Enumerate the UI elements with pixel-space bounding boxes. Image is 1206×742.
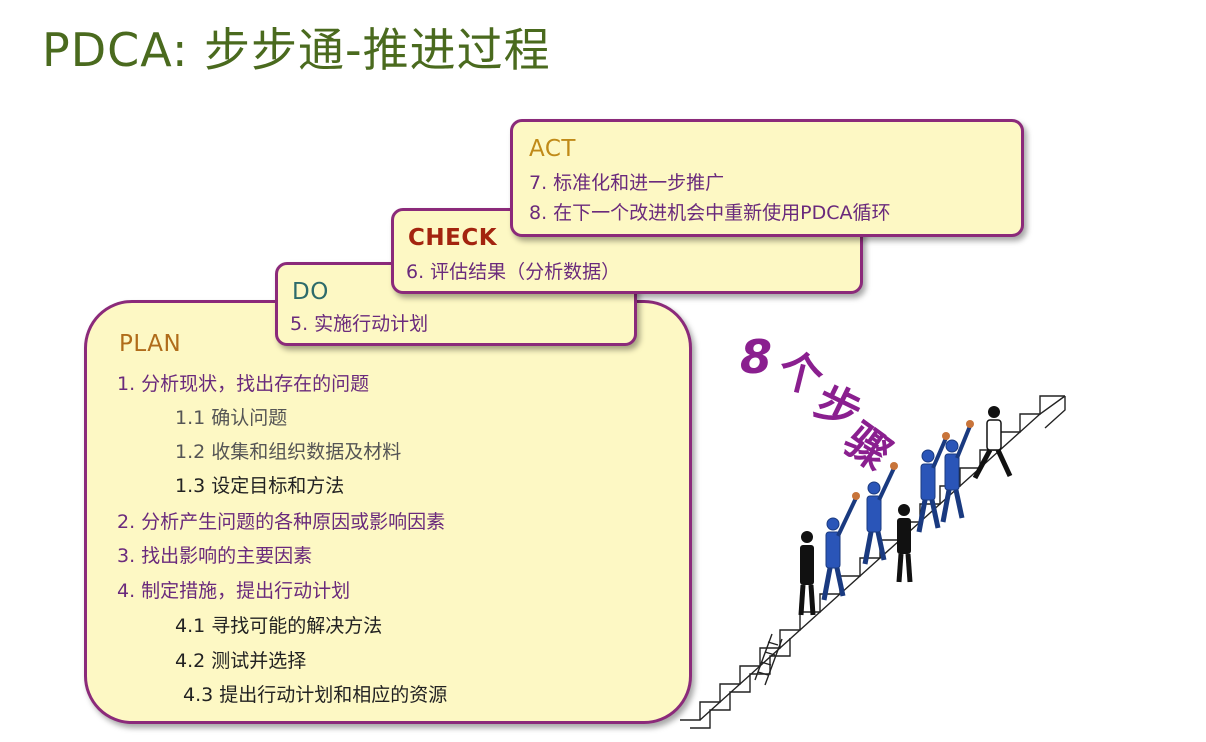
plan-item-4-3: 4.3 提出行动计划和相应的资源	[183, 684, 448, 706]
check-item-6: 6. 评估结果（分析数据）	[406, 261, 621, 283]
plan-item-4-1: 4.1 寻找可能的解决方法	[175, 615, 383, 637]
plan-item-1-3: 1.3 设定目标和方法	[175, 475, 345, 497]
act-item-7: 7. 标准化和进一步推广	[529, 172, 725, 194]
plan-header: PLAN	[119, 331, 182, 357]
page-title: PDCA: 步步通-推进过程	[42, 23, 551, 77]
act-box: ACT 7. 标准化和进一步推广 8. 在下一个改进机会中重新使用PDCA循环	[510, 119, 1024, 237]
plan-item-1-2: 1.2 收集和组织数据及材料	[175, 441, 402, 463]
plan-item-3: 3. 找出影响的主要因素	[117, 545, 313, 567]
do-item-5: 5. 实施行动计划	[290, 313, 429, 335]
check-header: CHECK	[408, 225, 498, 251]
plan-item-4: 4. 制定措施，提出行动计划	[117, 580, 351, 602]
stairs-illustration-icon	[680, 395, 1066, 729]
plan-box: PLAN 1. 分析现状，找出存在的问题 1.1 确认问题 1.2 收集和组织数…	[84, 300, 692, 724]
plan-item-2: 2. 分析产生问题的各种原因或影响因素	[117, 511, 446, 533]
act-header: ACT	[529, 136, 576, 162]
steps-number: 8	[740, 330, 773, 384]
act-item-8: 8. 在下一个改进机会中重新使用PDCA循环	[529, 202, 891, 224]
plan-item-1-1: 1.1 确认问题	[175, 407, 288, 429]
plan-item-4-2: 4.2 测试并选择	[175, 650, 307, 672]
do-header: DO	[292, 279, 329, 305]
plan-item-1: 1. 分析现状，找出存在的问题	[117, 373, 370, 395]
